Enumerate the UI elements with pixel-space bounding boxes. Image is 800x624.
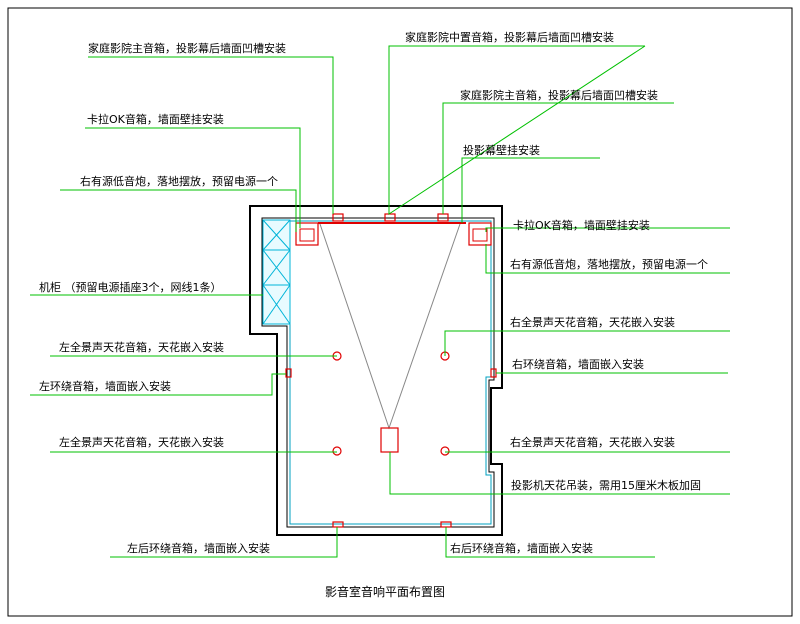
inner-lining [264,220,492,525]
label-surround-right: 右环绕音箱，墙面嵌入安装 [512,357,644,371]
surround-speaker-left [285,368,292,378]
center-speaker [384,213,396,222]
main-speaker-left [332,213,344,222]
outer-wall [249,205,503,536]
leader-lines [30,45,730,558]
label-screen: 投影幕壁挂安装 [463,143,540,157]
label-projector: 投影机天花吊装，需用15厘米木板加固 [511,478,701,492]
label-sub-right: 右有源低音炮，落地摆放，预留电源一个 [510,257,708,271]
label-karaoke-right: 卡拉OK音箱，墙面壁挂安装 [513,218,650,232]
rear-surround-left [332,521,344,528]
projector [380,427,399,453]
label-ceiling-right-front: 右全景声天花音箱，天花嵌入安装 [510,315,675,329]
label-cabinet: 机柜 （预留电源插座3个，网线1条） [39,280,222,294]
label-ceiling-left-front: 左全景声天花音箱，天花嵌入安装 [59,340,224,354]
drawing-title: 影音室音响平面布置图 [325,584,445,599]
label-karaoke-left: 卡拉OK音箱，墙面壁挂安装 [87,112,224,126]
sheet-border [7,7,793,617]
karaoke-speaker-left [295,222,319,246]
label-sub-left: 右有源低音炮，落地摆放，预留电源一个 [80,174,278,188]
label-surround-left: 左环绕音箱，墙面嵌入安装 [39,379,171,393]
equipment-cabinet [262,219,291,325]
projector-beam [319,223,461,430]
ceiling-speaker-right-rear [440,446,450,456]
karaoke-speaker-right [468,222,492,246]
ceiling-speaker-left-rear [332,446,342,456]
label-rear-surround-right: 右后环绕音箱，墙面嵌入安装 [450,541,593,555]
label-center-speaker: 家庭影院中置音箱，投影幕后墙面凹槽安装 [405,30,614,44]
label-ceiling-right-rear: 右全景声天花音箱，天花嵌入安装 [510,435,675,449]
label-ceiling-left-rear: 左全景声天花音箱，天花嵌入安装 [59,435,224,449]
inner-wall [261,217,495,528]
label-main-speaker-left: 家庭影院主音箱，投影幕后墙面凹槽安装 [88,41,286,55]
label-main-speaker-right: 家庭影院主音箱，投影幕后墙面凹槽安装 [460,88,658,102]
label-rear-surround-left: 左后环绕音箱，墙面嵌入安装 [127,541,270,555]
